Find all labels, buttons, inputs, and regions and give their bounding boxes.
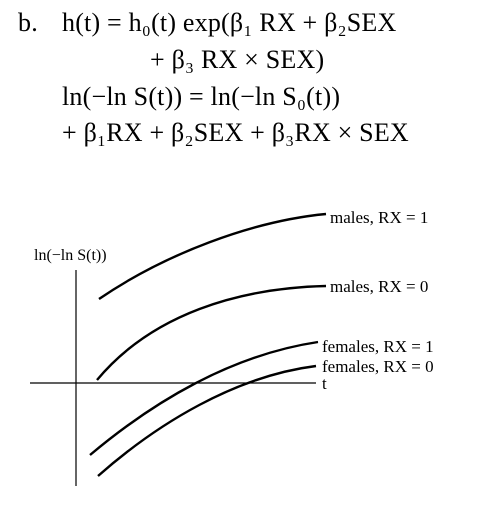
label-females-rx0: females, RX = 0 <box>322 357 434 376</box>
curve-males-rx1 <box>98 212 327 300</box>
equation-line-1: h(t) = h₀(t) exp(β₁ RX + β₂SEX <box>62 8 397 37</box>
label-males-rx1: males, RX = 1 <box>330 208 428 227</box>
curve-females-rx1 <box>89 340 319 456</box>
label-females-rx1: females, RX = 1 <box>322 337 434 356</box>
equation-label: b. <box>18 8 38 37</box>
equation-line-3: ln(−ln S(t)) = ln(−ln S₀(t)) <box>62 82 341 111</box>
equation-line-2: + β₃ RX × SEX) <box>150 45 325 74</box>
curve-males-rx0 <box>96 284 327 381</box>
y-axis-label: ln(−ln S(t)) <box>34 247 107 264</box>
curve-females-rx0 <box>97 364 317 477</box>
x-axis-label: t <box>322 374 327 393</box>
label-males-rx0: males, RX = 0 <box>330 277 428 296</box>
equation-line-4: + β₁RX + β₂SEX + β₃RX × SEX <box>62 118 409 147</box>
